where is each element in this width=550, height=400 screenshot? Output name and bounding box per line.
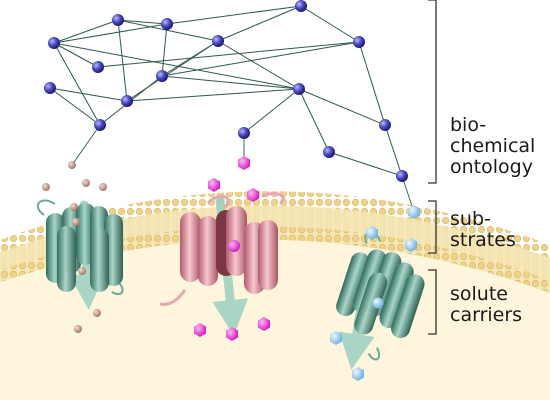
- network-node-icon: [44, 82, 56, 94]
- substrates-tan: [42, 161, 107, 333]
- label-brackets: [428, 0, 437, 335]
- label-biochemical-ontology: bio- chemical ontology: [450, 114, 536, 178]
- substrate-molecule-icon: [372, 297, 384, 309]
- substrate-molecule-icon: [228, 240, 240, 252]
- label-substrates: sub- strates: [450, 208, 516, 251]
- network-node-icon: [293, 83, 305, 95]
- substrate-molecule-icon: [352, 367, 364, 381]
- cell-membrane: [0, 191, 550, 400]
- bracket-icon: [428, 200, 437, 254]
- substrate-molecule-icon: [70, 203, 78, 211]
- network-node-icon: [161, 18, 173, 30]
- bracket-icon: [428, 0, 437, 184]
- bracket-icon: [428, 269, 437, 335]
- substrate-molecule-icon: [408, 205, 420, 219]
- substrate-molecule-icon: [208, 178, 220, 192]
- substrate-molecule-icon: [238, 156, 250, 170]
- substrate-molecule-icon: [226, 327, 238, 341]
- network-node-icon: [353, 36, 365, 48]
- substrates-blue: [330, 205, 420, 381]
- network-node-icon: [396, 170, 408, 182]
- substrate-molecule-icon: [99, 183, 107, 191]
- substrate-molecule-icon: [74, 325, 82, 333]
- network-node-icon: [112, 14, 124, 26]
- network-node-icon: [156, 70, 168, 82]
- network-node-icon: [121, 95, 133, 107]
- substrate-molecule-icon: [68, 161, 76, 169]
- network-node-icon: [94, 119, 106, 131]
- substrate-molecule-icon: [93, 309, 101, 317]
- transporter-icon: [159, 192, 285, 306]
- substrate-molecule-icon: [72, 218, 80, 226]
- substrate-molecule-icon: [258, 317, 270, 331]
- transporter-icon: [36, 199, 124, 296]
- label-solute-carriers: solute carriers: [450, 283, 523, 326]
- network-node-icon: [48, 37, 60, 49]
- network-node-icon: [323, 146, 335, 158]
- substrate-molecule-icon: [42, 183, 50, 191]
- substrate-molecule-icon: [194, 323, 206, 337]
- substrate-molecule-icon: [330, 331, 342, 345]
- network-node-icon: [238, 127, 250, 139]
- substrate-molecule-icon: [366, 226, 378, 240]
- network-node-icon: [295, 0, 307, 12]
- ontology-nodes: [44, 0, 408, 182]
- network-node-icon: [92, 61, 104, 73]
- network-node-icon: [212, 35, 224, 47]
- substrate-molecule-icon: [82, 179, 90, 187]
- substrates-magenta: [194, 156, 270, 341]
- network-node-icon: [379, 119, 391, 131]
- ontology-edges: [49, 5, 415, 213]
- substrate-molecule-icon: [247, 188, 259, 202]
- substrate-molecule-icon: [405, 238, 417, 252]
- substrate-molecule-icon: [78, 267, 86, 275]
